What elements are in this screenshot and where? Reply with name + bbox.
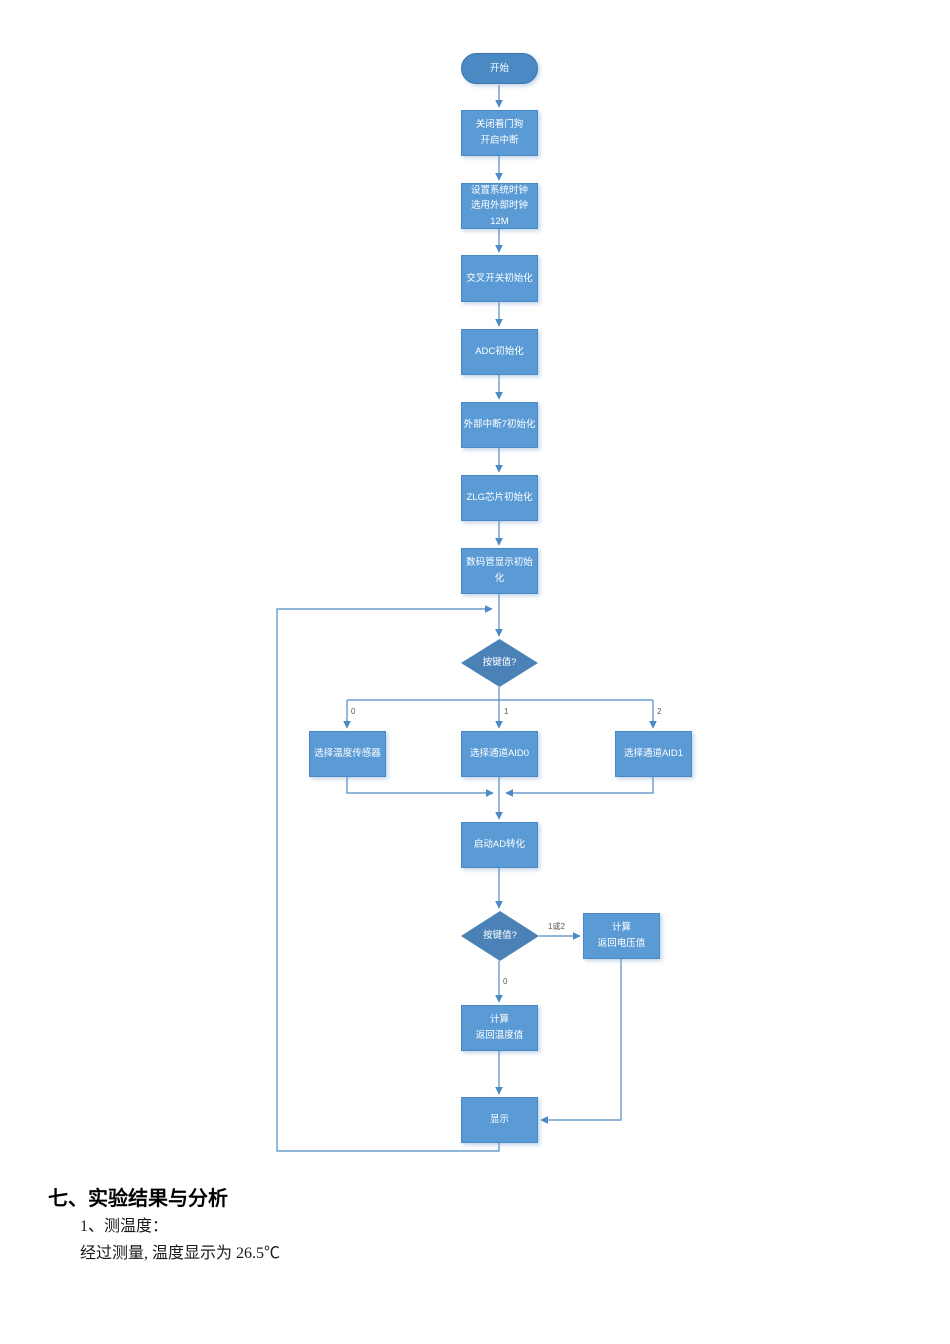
- edge-label-decision2-right: 1或2: [548, 922, 565, 931]
- flow-node-calc-temp: 计算 返回温度值: [461, 1005, 538, 1051]
- doc-line-result: 经过测量, 温度显示为 26.5℃: [80, 1245, 281, 1262]
- flow-node-start-ad-convert: 启动AD转化: [461, 822, 538, 868]
- flow-node-display: 显示: [461, 1097, 538, 1143]
- doc-line-measure-temp: 1、测温度：: [80, 1218, 169, 1235]
- flow-node-crossbar-init: 交叉开关初始化: [461, 255, 538, 302]
- flow-node-adc-init: ADC初始化: [461, 329, 538, 375]
- flow-node-select-temp-sensor: 选择温度传感器: [309, 731, 386, 777]
- flow-node-set-clock: 设置系统时钟 选用外部时钟12M: [461, 183, 538, 229]
- flow-node-select-channel-aid0: 选择通道AID0: [461, 731, 538, 777]
- flow-node-close-watchdog: 关闭看门狗 开启中断: [461, 110, 538, 156]
- flow-decision-key-value-2: 按键值?: [461, 911, 539, 961]
- section-heading: 七、实验结果与分析: [48, 1188, 228, 1210]
- flow-node-zlg-init: ZLG芯片初始化: [461, 475, 538, 521]
- flow-node-start: 开始: [461, 53, 538, 84]
- edge-label-branch-2: 2: [657, 707, 662, 716]
- flow-decision-key-value-1: 按键值?: [461, 639, 538, 687]
- flow-node-select-channel-aid1: 选择通道AID1: [615, 731, 692, 777]
- edge-label-decision2-down: 0: [503, 977, 508, 986]
- flow-node-ext-int-init: 外部中断7初始化: [461, 402, 538, 448]
- edge-label-branch-1: 1: [504, 707, 509, 716]
- edge-label-branch-0: 0: [351, 707, 356, 716]
- flow-node-digit-display-init: 数码管显示初始化: [461, 548, 538, 594]
- flow-node-calc-voltage: 计算 返回电压值: [583, 913, 660, 959]
